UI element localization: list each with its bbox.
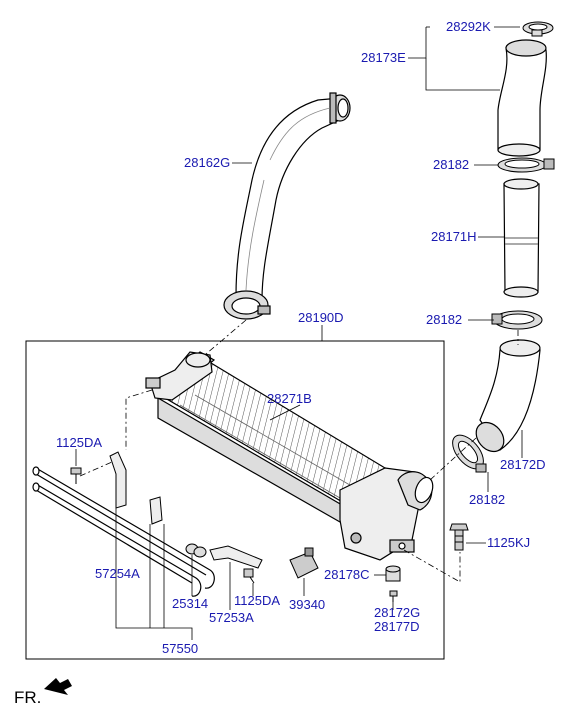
- label-57253A[interactable]: 57253A: [209, 610, 254, 625]
- sensor-39340[interactable]: [289, 547, 319, 579]
- bracket-57254A[interactable]: [109, 451, 127, 509]
- label-1125KJ[interactable]: 1125KJ: [487, 535, 531, 550]
- bushing-25314[interactable]: [185, 543, 207, 558]
- bolt-1125DA-bottom[interactable]: [243, 568, 255, 584]
- label-28172G[interactable]: 28172G: [374, 605, 421, 620]
- pin-28172G[interactable]: [389, 590, 398, 602]
- label-25314[interactable]: 25314: [172, 596, 209, 611]
- clamp-28182-top[interactable]: [497, 157, 555, 173]
- connection-lines: [79, 319, 519, 583]
- label-28182-top[interactable]: 28182: [433, 157, 470, 172]
- pipe-28171H[interactable]: [503, 178, 540, 298]
- label-28177D[interactable]: 28177D: [374, 619, 420, 634]
- front-arrow-icon: [44, 678, 72, 695]
- label-28172D[interactable]: 28172D: [500, 457, 546, 472]
- label-28292K[interactable]: 28292K: [446, 19, 491, 34]
- label-28162G[interactable]: 28162G: [184, 155, 231, 170]
- cooler-lines-57254A[interactable]: [32, 466, 215, 597]
- outlet-hose-upper[interactable]: [497, 39, 547, 157]
- label-57550[interactable]: 57550: [162, 641, 199, 656]
- elbow-hose-28172D[interactable]: [471, 339, 541, 457]
- label-28173E[interactable]: 28173E: [361, 50, 406, 65]
- grommet-28178C[interactable]: [385, 565, 401, 582]
- clamp-28182-mid[interactable]: [491, 310, 543, 330]
- label-28190D[interactable]: 28190D: [298, 310, 344, 325]
- label-28271B[interactable]: 28271B: [267, 391, 312, 406]
- clip-57253A[interactable]: [149, 496, 263, 569]
- clamp-28292K[interactable]: [522, 21, 554, 37]
- label-28182-bottom[interactable]: 28182: [469, 492, 506, 507]
- label-1125DA-bottom[interactable]: 1125DA: [234, 593, 281, 608]
- label-1125DA-left[interactable]: 1125DA: [56, 435, 103, 450]
- intake-hose[interactable]: [223, 92, 351, 320]
- intercooler-outlet-tank[interactable]: [339, 467, 436, 561]
- leader-lines: [75, 26, 523, 640]
- label-28171H[interactable]: 28171H: [431, 229, 477, 244]
- label-57254A[interactable]: 57254A: [95, 566, 140, 581]
- bolt-1125DA-left[interactable]: [70, 467, 82, 484]
- intercooler-inlet-tank[interactable]: [145, 351, 213, 401]
- front-direction-label: FR.: [14, 688, 42, 707]
- label-28178C[interactable]: 28178C: [324, 567, 370, 582]
- label-39340[interactable]: 39340: [289, 597, 326, 612]
- clamp-28182-bottom[interactable]: [447, 430, 490, 475]
- bolt-1125KJ[interactable]: [449, 523, 469, 551]
- assembly-box: [25, 340, 445, 660]
- label-28182-mid[interactable]: 28182: [426, 312, 463, 327]
